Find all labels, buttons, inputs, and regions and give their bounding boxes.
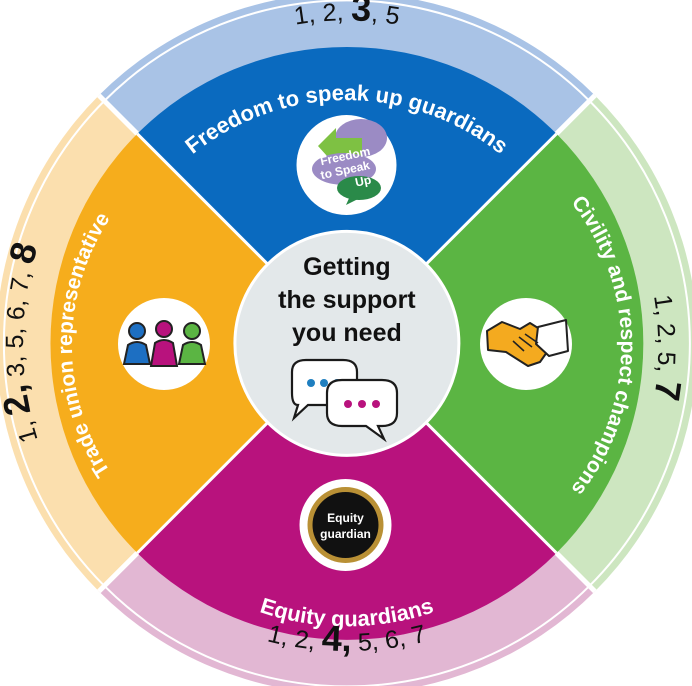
freedom-to-speak-up-logo-icon: Freedom to Speak Up [296, 115, 397, 215]
equity-guardian-badge-icon: Equity guardian [299, 479, 392, 571]
handshake-icon [480, 298, 572, 390]
ring-number-bottom-0: 1, [265, 620, 297, 653]
equity-badge-line1: Equity [327, 511, 364, 525]
ring-number-top-2: 3 [350, 0, 372, 29]
fsu-logo-line3: Up [354, 173, 373, 190]
ring-number-bottom-2: 4, [321, 617, 351, 659]
ring-number-right-0: 1, [648, 293, 679, 324]
ring-number-top-3: , 5 [370, 0, 401, 31]
people-group-icon [118, 298, 210, 390]
center-title-line1: Getting [303, 253, 391, 281]
center-circle [233, 229, 461, 457]
ring-number-top-0: 1, [292, 0, 323, 31]
center-title-line3: you need [292, 319, 402, 347]
ring-numbers-top: 1, 2, 3, 5 [292, 0, 401, 31]
speech-bubbles-icon [290, 358, 399, 443]
ring-number-bottom-1: 2, [293, 625, 323, 656]
equity-badge-line2: guardian [320, 527, 371, 541]
center-title-line2: the support [278, 286, 416, 314]
